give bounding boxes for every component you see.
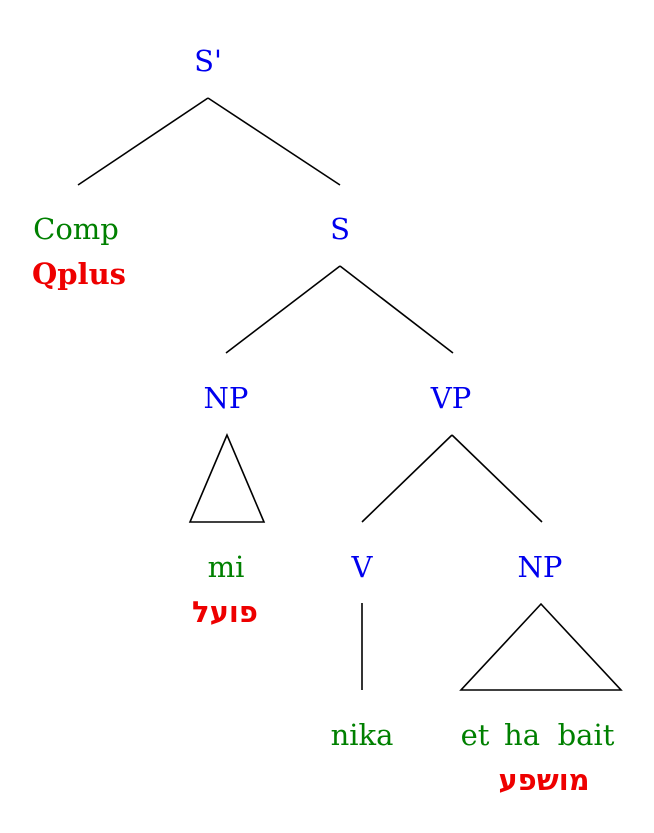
gloss-object: מושפע <box>498 763 589 797</box>
edge-vp-v <box>361 434 453 523</box>
word-object-1: et <box>461 718 490 752</box>
node-s: S <box>330 212 350 246</box>
word-object-3: bait <box>558 718 615 752</box>
node-np-subject: NP <box>204 381 249 415</box>
edge-sbar-s <box>207 97 341 186</box>
word-subject: mi <box>208 550 245 584</box>
word-object-2: ha <box>504 718 540 752</box>
gloss-subject: פועל <box>192 595 258 629</box>
node-s-bar: S' <box>194 44 222 78</box>
edge-s-np <box>225 265 341 354</box>
triangle-subject-np <box>188 432 266 523</box>
triangle-object-np <box>459 602 623 691</box>
node-comp: Comp <box>33 212 119 246</box>
edge-s-vp <box>339 265 454 354</box>
gloss-comp: Qplus <box>32 257 126 291</box>
edge-sbar-comp <box>77 97 209 186</box>
node-np-object: NP <box>518 550 563 584</box>
node-v: V <box>351 550 374 584</box>
edge-vp-np <box>451 434 543 523</box>
node-vp: VP <box>430 381 471 415</box>
word-verb: nika <box>331 718 394 752</box>
